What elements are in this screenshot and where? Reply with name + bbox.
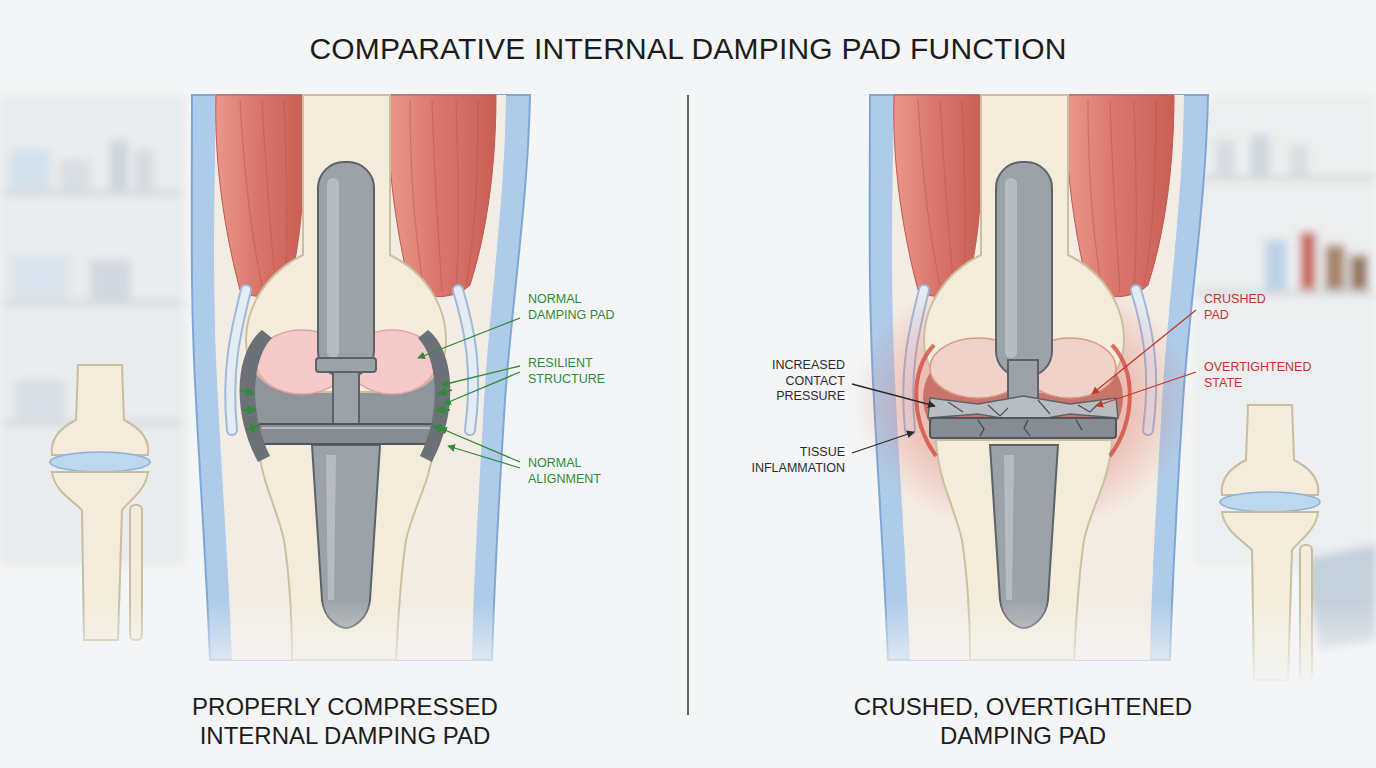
bottle xyxy=(135,150,153,190)
callout-label: TISSUE INFLAMMATION xyxy=(730,445,845,476)
bottle xyxy=(1265,240,1287,290)
diagram-title: COMPARATIVE INTERNAL DAMPING PAD FUNCTIO… xyxy=(0,32,1376,66)
leg-soft-tissue xyxy=(192,95,530,660)
callout-label: RESILIENT STRUCTURE xyxy=(528,356,638,387)
box xyxy=(10,255,70,300)
femoral-stem xyxy=(996,162,1052,377)
bottle xyxy=(110,140,128,190)
box xyxy=(60,160,90,190)
leader-line xyxy=(442,366,520,385)
leader-line xyxy=(448,446,520,468)
leg-bones xyxy=(246,95,446,660)
leader-lines xyxy=(418,318,520,468)
tray-highlight xyxy=(262,427,430,429)
damping-pad xyxy=(418,330,450,462)
arrow xyxy=(438,390,452,394)
bottle xyxy=(1215,140,1235,175)
arrow xyxy=(436,409,450,411)
knee-normal xyxy=(192,95,530,660)
leader-line xyxy=(1092,310,1196,394)
inflamed-edge xyxy=(916,345,936,456)
arrow xyxy=(242,409,256,411)
callout-label: OVERTIGHTENED STATE xyxy=(1204,360,1334,391)
tibial-tray xyxy=(930,418,1116,438)
tray-crack xyxy=(978,420,1082,436)
panel-caption: PROPERLY COMPRESSED INTERNAL DAMPING PAD xyxy=(170,693,520,751)
box xyxy=(15,380,65,420)
mini-knee-bones xyxy=(50,365,150,640)
knee-overtightened xyxy=(852,95,1208,660)
damping-pad xyxy=(240,330,272,462)
shelf xyxy=(0,300,185,306)
callout-label: NORMAL ALIGNMENT xyxy=(528,456,638,487)
arrow xyxy=(246,426,259,430)
implant-post xyxy=(333,372,359,426)
leader-line xyxy=(852,432,914,453)
shelf xyxy=(1195,175,1376,181)
leader-line xyxy=(418,318,520,358)
femoral-stem xyxy=(318,162,374,377)
compression-arrows xyxy=(240,390,452,430)
leader-line xyxy=(444,372,520,404)
leader-line xyxy=(852,384,935,406)
callout-label: NORMAL DAMPING PAD xyxy=(528,292,638,323)
leader-line xyxy=(1096,372,1196,406)
panel-caption: CRUSHED, OVERTIGHTENED DAMPING PAD xyxy=(828,693,1218,751)
arrow xyxy=(240,390,254,394)
box xyxy=(90,260,130,300)
box xyxy=(10,150,50,190)
callout-label: CRUSHED PAD xyxy=(1204,292,1284,323)
implant-post xyxy=(1008,360,1038,400)
bottle xyxy=(1300,232,1316,290)
panel-divider xyxy=(687,95,689,715)
leader-line xyxy=(440,428,520,462)
leader-lines xyxy=(852,384,935,453)
implant-cap xyxy=(316,358,376,372)
bottle xyxy=(1250,135,1270,175)
bottle xyxy=(1290,145,1308,175)
bottle xyxy=(1350,255,1368,290)
pad-crack xyxy=(948,400,1098,416)
leader-lines xyxy=(1092,310,1196,406)
shelf xyxy=(0,190,185,196)
bottle xyxy=(1325,245,1345,290)
tibial-tray xyxy=(258,424,434,444)
leg-bones xyxy=(924,95,1124,660)
callout-label: INCREASED CONTACT PRESSURE xyxy=(745,358,845,405)
